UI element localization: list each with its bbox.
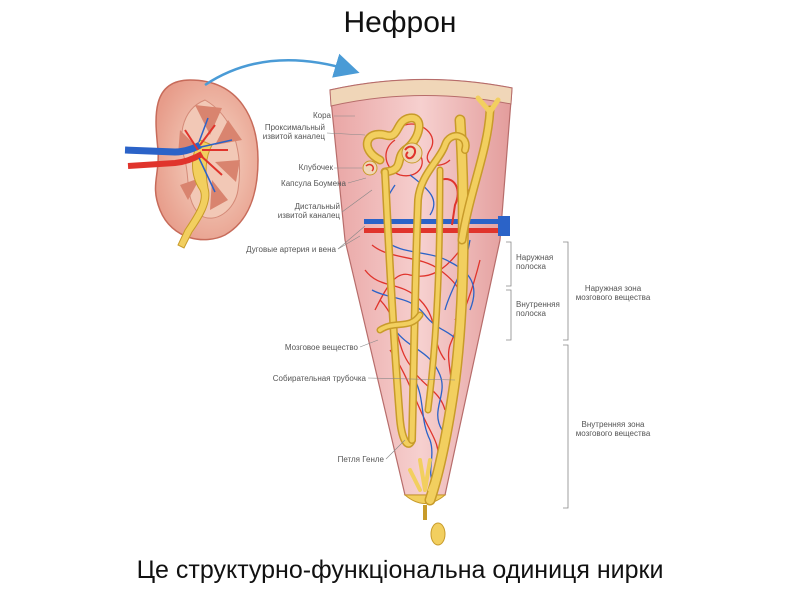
- label-distal: Дистальный: [295, 202, 340, 211]
- page-title: Нефрон: [343, 6, 457, 39]
- label-glomerulus: Клубочек: [299, 163, 334, 172]
- label-collecting: Собирательная трубочка: [273, 374, 367, 383]
- label-outer-stripe-2: полоска: [516, 262, 546, 271]
- label-inner-stripe: Внутренняя: [516, 300, 560, 309]
- arcuate-vessels: [364, 216, 510, 236]
- label-proximal: Проксимальный: [265, 123, 325, 132]
- zoom-arrow: [204, 53, 360, 87]
- label-outer-zone-2: мозгового вещества: [576, 293, 651, 302]
- label-outer-zone: Наружная зона: [585, 284, 642, 293]
- label-outer-stripe: Наружная: [516, 253, 553, 262]
- label-cortex: Кора: [313, 111, 332, 120]
- glomerulus-icon: [362, 142, 423, 176]
- label-bowman: Капсула Боумена: [281, 179, 346, 188]
- label-henle: Петля Генле: [338, 455, 385, 464]
- leader-lines: [326, 115, 456, 460]
- label-inner-zone: Внутренняя зона: [582, 420, 645, 429]
- label-inner-zone-2: мозгового вещества: [576, 429, 651, 438]
- label-proximal-2: извитой каналец: [263, 132, 326, 141]
- label-distal-2: извитой каналец: [278, 211, 341, 220]
- caption: Це структурно-функціональна одиниця нирк…: [136, 556, 664, 584]
- kidney-illustration: [124, 79, 259, 249]
- label-medulla: Мозговое вещество: [285, 343, 359, 352]
- urine-drop: [430, 522, 446, 546]
- tubules: [363, 95, 501, 506]
- zone-brackets: [506, 241, 569, 509]
- label-arcuate: Дуговые артерия и вена: [246, 245, 336, 254]
- label-inner-stripe-2: полоска: [516, 309, 546, 318]
